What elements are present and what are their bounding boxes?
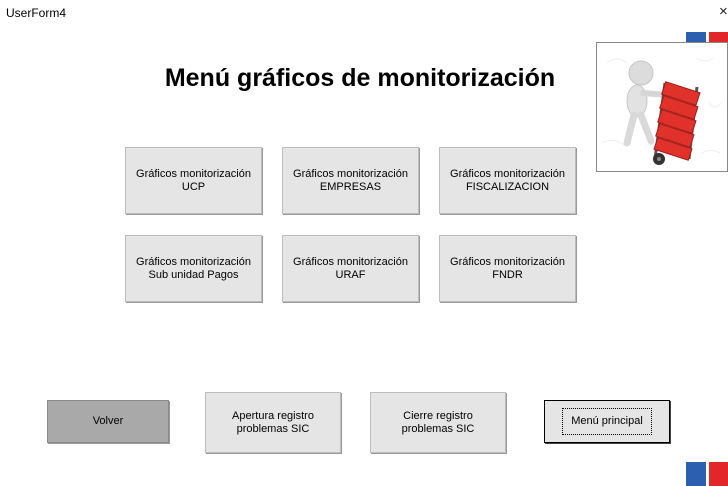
page-title: Menú gráficos de monitorización [164,64,556,92]
menu-principal-button[interactable]: Menú principal [544,400,670,443]
flag-decoration-top [686,32,728,42]
hand-truck-illustration [596,42,728,172]
menu-principal-label: Menú principal [562,408,652,435]
cierre-registro-button[interactable]: Cierre registro problemas SIC [370,392,506,453]
graficos-fndr-button[interactable]: Gráficos monitorización FNDR [439,235,576,302]
window-title: UserForm4 [6,6,67,20]
graficos-sub-unidad-pagos-button[interactable]: Gráficos monitorización Sub unidad Pagos [125,235,262,302]
graficos-empresas-button[interactable]: Gráficos monitorización EMPRESAS [282,147,419,214]
volver-button[interactable]: Volver [47,400,169,443]
close-icon[interactable]: × [719,3,728,20]
graficos-fiscalizacion-button[interactable]: Gráficos monitorización FISCALIZACION [439,147,576,214]
graficos-ucp-button[interactable]: Gráficos monitorización UCP [125,147,262,214]
flag-decoration-bottom [686,462,728,486]
apertura-registro-button[interactable]: Apertura registro problemas SIC [205,392,341,453]
person-with-hand-truck-icon [601,57,722,165]
graficos-uraf-button[interactable]: Gráficos monitorización URAF [282,235,419,302]
